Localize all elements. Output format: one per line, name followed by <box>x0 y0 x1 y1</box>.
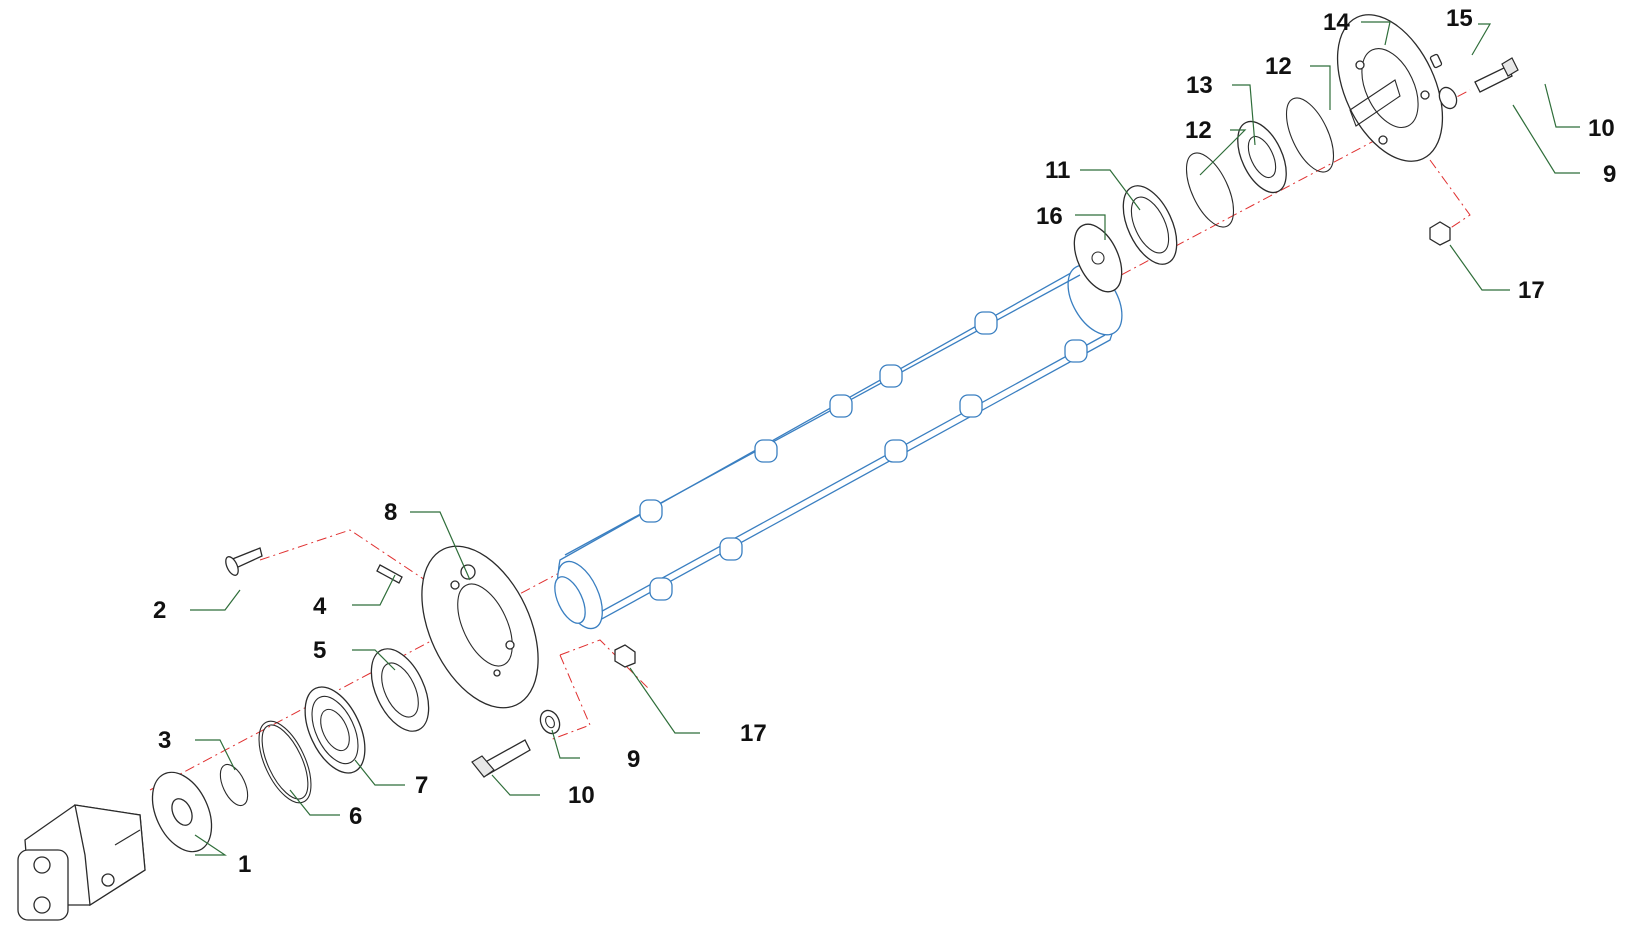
washer-left <box>539 709 561 735</box>
circlip-right-outer <box>1285 97 1335 173</box>
callout-oil-seal-left: 5 <box>313 637 326 664</box>
callout-thrust-washer: 1 <box>238 851 251 878</box>
spacer <box>1073 223 1123 293</box>
leader-lines <box>190 21 1580 856</box>
flange-left <box>421 545 539 709</box>
callout-nut-right: 17 <box>1518 277 1545 304</box>
callout-washer-left: 9 <box>627 746 640 773</box>
nut-right <box>1429 221 1451 246</box>
callouts: 1 2 3 4 5 6 7 8 9 10 17 11 16 12 13 12 1… <box>153 5 1616 878</box>
oil-seal-left <box>370 648 430 732</box>
grease-nipple <box>1429 53 1443 69</box>
bearing-left <box>304 686 366 774</box>
callout-oil-seal-right: 13 <box>1186 72 1213 99</box>
snap-ring-small <box>219 763 249 807</box>
roller-shaft-end <box>554 560 603 630</box>
countersunk-screw <box>225 547 263 576</box>
callout-circlip-right-outer: 12 <box>1265 53 1292 80</box>
bearing-right <box>1122 185 1178 265</box>
callout-spacer: 16 <box>1036 203 1063 230</box>
callout-flange-left: 8 <box>384 499 397 526</box>
flange-right <box>1336 14 1444 162</box>
oil-seal-right <box>1237 120 1287 194</box>
callout-bearing-right: 11 <box>1045 157 1070 184</box>
callout-grease-nipple: 15 <box>1446 5 1473 32</box>
callout-bolt-right: 10 <box>1588 115 1615 142</box>
circlip-left <box>258 720 312 804</box>
callout-snap-ring-small: 3 <box>158 727 171 754</box>
callout-washer-right: 9 <box>1603 161 1616 188</box>
nut-left <box>614 644 636 668</box>
grub-screw <box>376 564 403 584</box>
washer-right <box>1438 86 1458 110</box>
callout-grub-screw: 4 <box>313 593 327 620</box>
roller-lugs <box>639 311 1088 601</box>
bolt-left <box>471 739 531 778</box>
callout-bearing-left: 7 <box>415 772 428 799</box>
callout-flange-right: 14 <box>1323 9 1350 36</box>
callout-countersunk-screw: 2 <box>153 597 166 624</box>
callout-circlip-right-inner: 12 <box>1185 117 1212 144</box>
bolt-right <box>1474 57 1519 93</box>
roller-drum <box>554 264 1123 630</box>
circlip-right-inner <box>1185 152 1235 228</box>
callout-circlip-left: 6 <box>349 803 362 830</box>
callout-bolt-left: 10 <box>568 782 595 809</box>
callout-nut-left: 17 <box>740 720 767 747</box>
hydraulic-motor <box>17 804 146 921</box>
thrust-washer <box>151 771 213 853</box>
